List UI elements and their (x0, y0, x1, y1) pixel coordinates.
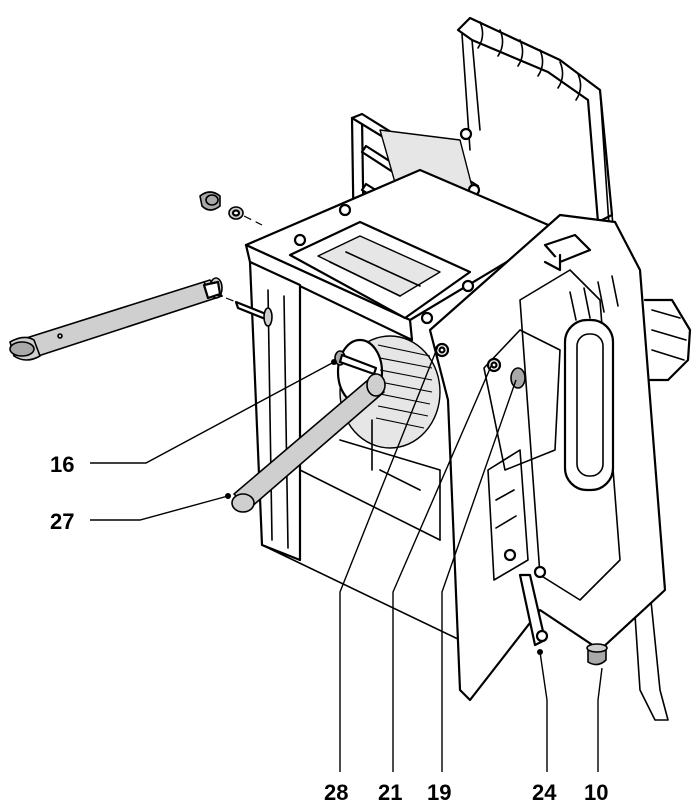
callout-16: 16 (50, 452, 74, 477)
side-housing (428, 213, 692, 702)
callout-28: 28 (324, 780, 348, 805)
small-parts (199, 191, 378, 376)
lower-rod (231, 373, 386, 513)
callout-10: 10 (584, 780, 608, 805)
bottom-feet (518, 565, 608, 666)
callout-labels: 16 27 28 21 19 24 10 (50, 452, 608, 805)
upper-rod (9, 277, 223, 361)
callout-24: 24 (532, 780, 557, 805)
callout-19: 19 (427, 780, 451, 805)
callout-leaders (90, 345, 603, 772)
callout-21: 21 (378, 780, 402, 805)
callout-27: 27 (50, 509, 74, 534)
